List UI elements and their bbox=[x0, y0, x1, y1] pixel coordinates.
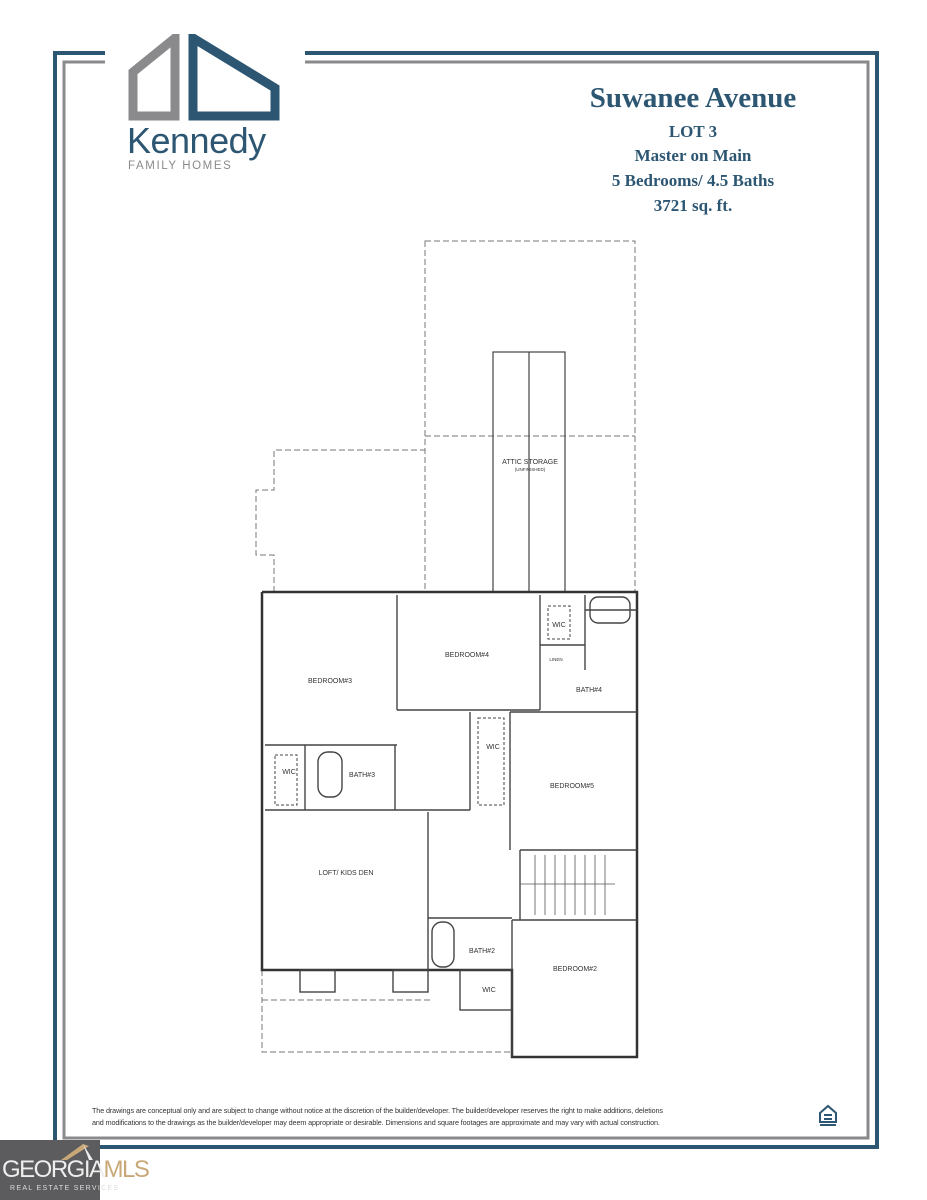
feature-label: Master on Main bbox=[634, 146, 752, 165]
disclaimer: The drawings are conceptual only and are… bbox=[92, 1105, 812, 1129]
watermark-sub: REAL ESTATE SERVICES bbox=[10, 1185, 120, 1192]
room-label-bath3: BATH#3 bbox=[349, 772, 375, 779]
logo-brand: Kennedy bbox=[127, 120, 266, 161]
room-label-linen: LINEN bbox=[549, 657, 562, 662]
stairs bbox=[520, 855, 615, 915]
beds-baths-label: 5 Bedrooms/ 4.5 Baths bbox=[611, 171, 775, 190]
logo-sub: FAMILY HOMES bbox=[128, 160, 233, 172]
room-label-bedroom3: BEDROOM#3 bbox=[308, 678, 352, 685]
page-title: Suwanee Avenue bbox=[589, 82, 797, 114]
room-label-bath2: BATH#2 bbox=[469, 948, 495, 955]
watermark-brand-a: GEORGIA bbox=[2, 1156, 105, 1183]
equal-housing-opportunity-icon bbox=[819, 1104, 837, 1126]
roof-logo-icon bbox=[61, 1144, 93, 1160]
room-label-wic3: WIC bbox=[282, 769, 296, 776]
disclaimer-line-2: and modifications to the drawings as the… bbox=[92, 1118, 660, 1127]
room-label-wic2: WIC bbox=[482, 987, 496, 994]
sqft-label: 3721 sq. ft. bbox=[653, 196, 733, 215]
house-logo-icon bbox=[128, 28, 280, 121]
room-label-attic: ATTIC STORAGE bbox=[502, 459, 558, 466]
georgiamls-watermark: GEORGIAMLS REAL ESTATE SERVICES bbox=[0, 1140, 150, 1200]
lot-label: LOT 3 bbox=[668, 122, 718, 141]
room-label-bedroom5: BEDROOM#5 bbox=[550, 783, 594, 790]
room-label-bedroom4: BEDROOM#4 bbox=[445, 652, 489, 659]
room-label-attic-note: (UNFINISHED) bbox=[515, 467, 546, 472]
kennedy-logo: Kennedy FAMILY HOMES bbox=[125, 28, 285, 174]
room-label-wic5: WIC bbox=[486, 744, 500, 751]
room-label-wic4: WIC bbox=[552, 622, 566, 629]
room-label-bath4: BATH#4 bbox=[576, 687, 602, 694]
disclaimer-line-1: The drawings are conceptual only and are… bbox=[92, 1106, 663, 1115]
watermark-brand-b: MLS bbox=[103, 1156, 150, 1183]
room-label-bedroom2: BEDROOM#2 bbox=[553, 966, 597, 973]
room-label-loft: LOFT/ KIDS DEN bbox=[319, 870, 374, 877]
